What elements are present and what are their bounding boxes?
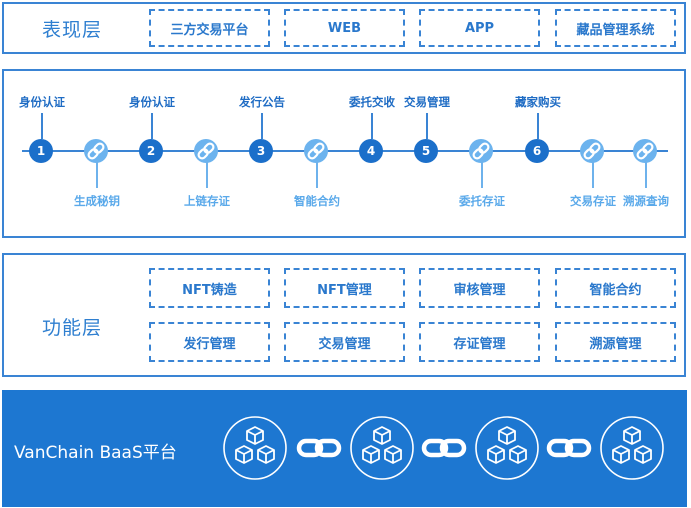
presentation-item-collection-mgmt: 藏品管理系统 <box>555 9 676 47</box>
chain-link-icon <box>421 436 467 460</box>
connector-line <box>206 162 208 188</box>
blocks-icon <box>222 415 288 481</box>
link-label: 委托存证 <box>459 194 505 208</box>
step-node-1: 1 <box>29 139 53 163</box>
step-label: 交易管理 <box>404 95 450 109</box>
link-node <box>194 139 218 163</box>
connector-line <box>426 113 428 139</box>
function-nft-manage: NFT管理 <box>284 268 405 308</box>
step-label: 委托交收 <box>349 95 395 109</box>
step-node-4: 4 <box>359 139 383 163</box>
function-audit-manage: 审核管理 <box>419 268 540 308</box>
blocks-icon <box>599 415 665 481</box>
connector-line <box>537 113 539 139</box>
link-node <box>304 139 328 163</box>
link-label: 智能合约 <box>294 194 340 208</box>
link-icon <box>196 141 216 161</box>
presentation-layer-title: 表现层 <box>42 19 103 41</box>
blocks-icon <box>349 415 415 481</box>
connector-line <box>96 162 98 188</box>
link-node <box>580 139 604 163</box>
connector-line <box>316 162 318 188</box>
presentation-item-web: WEB <box>284 9 405 47</box>
connector-line <box>261 113 263 139</box>
process-flow-panel <box>2 69 686 238</box>
step-label: 身份认证 <box>19 95 65 109</box>
link-node <box>633 139 657 163</box>
chain-link-icon <box>546 436 592 460</box>
step-label: 身份认证 <box>129 95 175 109</box>
step-node-5: 5 <box>414 139 438 163</box>
link-icon <box>582 141 602 161</box>
connector-line <box>151 113 153 139</box>
step-label: 藏家购买 <box>515 95 561 109</box>
link-icon <box>471 141 491 161</box>
function-layer-panel <box>2 253 686 377</box>
presentation-item-app: APP <box>419 9 540 47</box>
function-issue-manage: 发行管理 <box>149 322 270 362</box>
function-trade-manage: 交易管理 <box>284 322 405 362</box>
step-node-6: 6 <box>525 139 549 163</box>
link-label: 溯源查询 <box>623 194 669 208</box>
function-smart-contract: 智能合约 <box>555 268 676 308</box>
step-label: 发行公告 <box>239 95 285 109</box>
connector-line <box>41 113 43 139</box>
connector-line <box>481 162 483 188</box>
link-node <box>469 139 493 163</box>
chain-link-icon <box>296 436 342 460</box>
link-label: 上链存证 <box>184 194 230 208</box>
link-icon <box>635 141 655 161</box>
link-icon <box>306 141 326 161</box>
link-icon <box>86 141 106 161</box>
connector-line <box>371 113 373 139</box>
link-node <box>84 139 108 163</box>
process-timeline <box>22 150 668 152</box>
function-nft-mint: NFT铸造 <box>149 268 270 308</box>
connector-line <box>645 162 647 188</box>
presentation-item-third-party: 三方交易平台 <box>149 9 270 47</box>
connector-line <box>592 162 594 188</box>
blocks-icon <box>474 415 540 481</box>
step-node-2: 2 <box>139 139 163 163</box>
step-node-3: 3 <box>249 139 273 163</box>
function-evidence-manage: 存证管理 <box>419 322 540 362</box>
link-label: 生成秘钥 <box>74 194 120 208</box>
platform-layer-title: VanChain BaaS平台 <box>14 443 177 463</box>
function-trace-manage: 溯源管理 <box>555 322 676 362</box>
link-label: 交易存证 <box>570 194 616 208</box>
function-layer-title: 功能层 <box>42 317 103 339</box>
